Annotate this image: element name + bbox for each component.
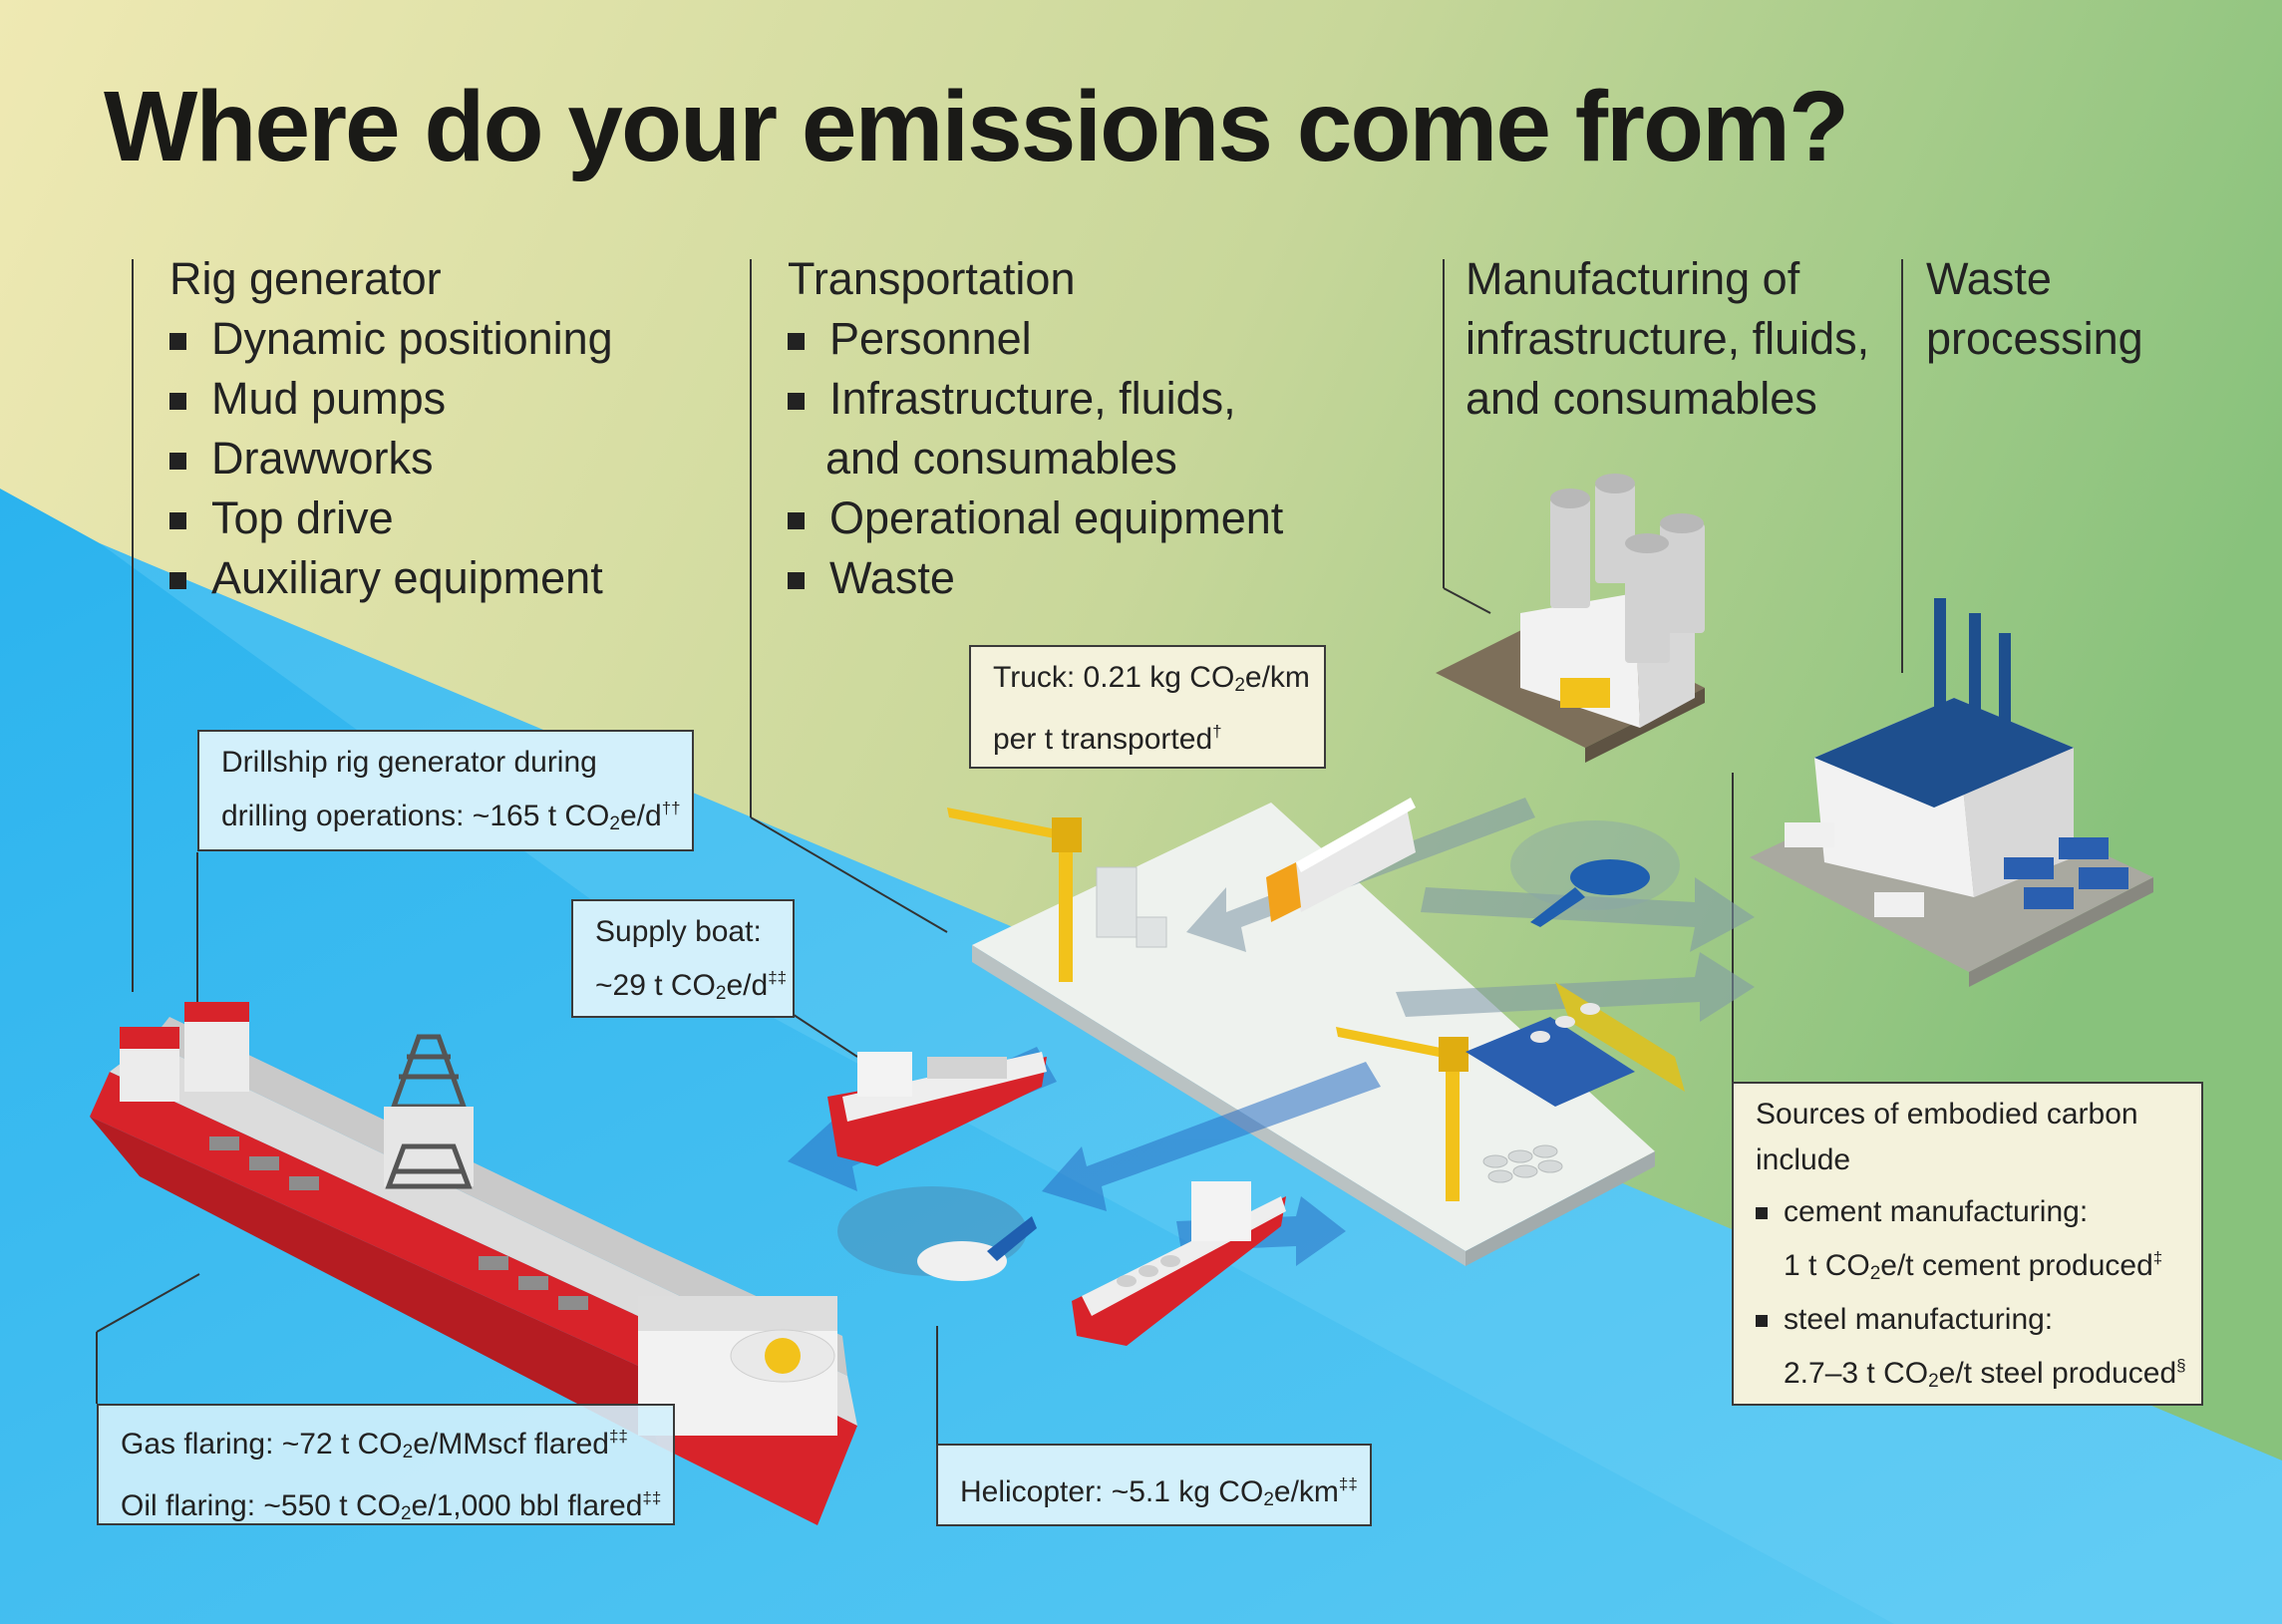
- dock: [972, 803, 1655, 1266]
- subscript: 2: [715, 983, 727, 1004]
- subscript: 2: [1263, 1489, 1274, 1510]
- list-item: Infrastructure, fluids,: [788, 369, 1283, 429]
- callout-text: Oil flaring: ~550 t CO: [121, 1489, 401, 1522]
- embodied-carbon-list: cement manufacturing: 1 t CO2e/t cement …: [1756, 1189, 2186, 1405]
- callout-text: Drillship rig generator during: [221, 746, 597, 779]
- callout-text: Supply boat:: [595, 915, 762, 948]
- embodied-carbon-callout: Sources of embodied carbon include cemen…: [1732, 1082, 2203, 1406]
- manufacturing-heading-line: and consumables: [1466, 373, 1817, 424]
- callout-text: 1 t CO: [1784, 1249, 1870, 1282]
- manufacturing-heading-line: Manufacturing of: [1466, 253, 1800, 304]
- callout-text: Helicopter: ~5.1 kg CO: [960, 1475, 1264, 1508]
- callout-line: Truck: 0.21 kg CO2e/km: [993, 655, 1310, 709]
- waste-heading-line: Waste: [1926, 253, 2052, 304]
- list-item: Dynamic positioning: [169, 309, 613, 369]
- waste-plant: [1750, 598, 2153, 987]
- callout-line: Oil flaring: ~550 t CO2e/1,000 bbl flare…: [121, 1475, 661, 1537]
- helicopter-sea: [837, 1186, 1037, 1281]
- truck-emissions-callout: Truck: 0.21 kg CO2e/km per t transported…: [969, 645, 1326, 769]
- crane-2: [1336, 1027, 1468, 1201]
- manufacturing-heading-line: infrastructure, fluids,: [1466, 313, 1870, 364]
- rig-generator-list: Dynamic positioning Mud pumps Drawworks …: [169, 309, 613, 608]
- callout-line: 2.7–3 t CO2e/t steel produced§: [1784, 1343, 2186, 1405]
- footnote-mark: ‡‡: [608, 1427, 628, 1446]
- helicopter-land: [1510, 820, 1680, 927]
- callout-text: Gas flaring: ~72 t CO: [121, 1428, 403, 1461]
- flaring-callout: Gas flaring: ~72 t CO2e/MMscf flared‡‡ O…: [97, 1404, 675, 1525]
- callout-text: e/d: [726, 969, 769, 1002]
- footnote-mark: §: [2176, 1356, 2186, 1375]
- callout-text: e/MMscf flared: [413, 1428, 609, 1461]
- supply-boat-callout: Supply boat: ~29 t CO2e/d‡‡: [571, 899, 795, 1018]
- callout-line: per t transported†: [993, 709, 1302, 763]
- crane-1: [947, 808, 1082, 982]
- callout-text: cement manufacturing:: [1784, 1195, 2089, 1228]
- subscript: 2: [400, 1503, 412, 1524]
- list-item: Personnel: [788, 309, 1283, 369]
- list-item: Mud pumps: [169, 369, 613, 429]
- footnote-mark: ‡‡: [1338, 1474, 1358, 1493]
- callout-text: ~29 t CO: [595, 969, 716, 1002]
- subscript: 2: [609, 813, 620, 834]
- callout-text: e/t cement produced: [1880, 1249, 2153, 1282]
- callout-line: drilling operations: ~165 t CO2e/d††: [221, 786, 681, 847]
- callout-text: e/km: [1244, 661, 1310, 694]
- list-item: Drawworks: [169, 429, 613, 488]
- transportation-column: Transportation Personnel Infrastructure,…: [788, 249, 1283, 608]
- list-item: steel manufacturing: 2.7–3 t CO2e/t stee…: [1756, 1297, 2186, 1405]
- page-title: Where do your emissions come from?: [104, 71, 1849, 182]
- waste-heading-line: processing: [1926, 313, 2143, 364]
- supply-boat-1: [827, 1052, 1047, 1166]
- callout-text: steel manufacturing:: [1784, 1303, 2054, 1336]
- subscript: 2: [1928, 1371, 1939, 1392]
- list-item: cement manufacturing: 1 t CO2e/t cement …: [1756, 1189, 2179, 1297]
- list-item: Waste: [788, 548, 1283, 608]
- callout-line: Helicopter: ~5.1 kg CO2e/km‡‡: [960, 1454, 1358, 1531]
- rig-generator-heading: Rig generator: [169, 253, 442, 304]
- truck-upper: [1266, 798, 1416, 922]
- callout-text: drilling operations: ~165 t CO: [221, 800, 610, 832]
- truck-lower: [1466, 982, 1685, 1107]
- callout-text: 2.7–3 t CO: [1784, 1357, 1929, 1390]
- footnote-mark: ‡‡: [768, 968, 788, 987]
- footnote-mark: †: [1212, 722, 1222, 741]
- supply-boat-2: [1072, 1181, 1286, 1346]
- transportation-list: Personnel Infrastructure, fluids, and co…: [788, 309, 1283, 608]
- footnote-mark: ‡‡: [642, 1488, 662, 1507]
- callout-line: Gas flaring: ~72 t CO2e/MMscf flared‡‡: [121, 1414, 651, 1475]
- factory: [1436, 474, 1705, 763]
- helicopter-callout: Helicopter: ~5.1 kg CO2e/km‡‡: [936, 1444, 1372, 1526]
- list-item: Auxiliary equipment: [169, 548, 613, 608]
- footnote-mark: ††: [661, 799, 681, 817]
- callout-text: e/d: [619, 800, 662, 832]
- list-item: Operational equipment: [788, 488, 1283, 548]
- subscript: 2: [1234, 675, 1245, 696]
- footnote-mark: ‡: [2152, 1248, 2163, 1267]
- callout-text: e/t steel produced: [1938, 1357, 2177, 1390]
- subscript: 2: [1869, 1263, 1881, 1284]
- callout-text: include: [1756, 1143, 1851, 1176]
- callout-text: e/km: [1273, 1475, 1339, 1508]
- list-item: Top drive: [169, 488, 613, 548]
- rig-generator-column: Rig generator Dynamic positioning Mud pu…: [169, 249, 613, 608]
- callout-text: per t transported: [993, 723, 1213, 756]
- manufacturing-column: Manufacturing of infrastructure, fluids,…: [1466, 249, 1869, 429]
- callout-line: ~29 t CO2e/d‡‡: [595, 955, 787, 1017]
- callout-line: 1 t CO2e/t cement produced‡: [1784, 1235, 2179, 1297]
- subscript: 2: [402, 1442, 414, 1462]
- transportation-heading: Transportation: [788, 253, 1076, 304]
- list-item-continuation: and consumables: [825, 433, 1177, 484]
- callout-text: Truck: 0.21 kg CO: [993, 661, 1235, 694]
- waste-column: Waste processing: [1926, 249, 2143, 369]
- callout-text: Sources of embodied carbon: [1756, 1098, 2138, 1131]
- drillship-generator-callout: Drillship rig generator during drilling …: [197, 730, 694, 851]
- callout-text: e/1,000 bbl flared: [411, 1489, 643, 1522]
